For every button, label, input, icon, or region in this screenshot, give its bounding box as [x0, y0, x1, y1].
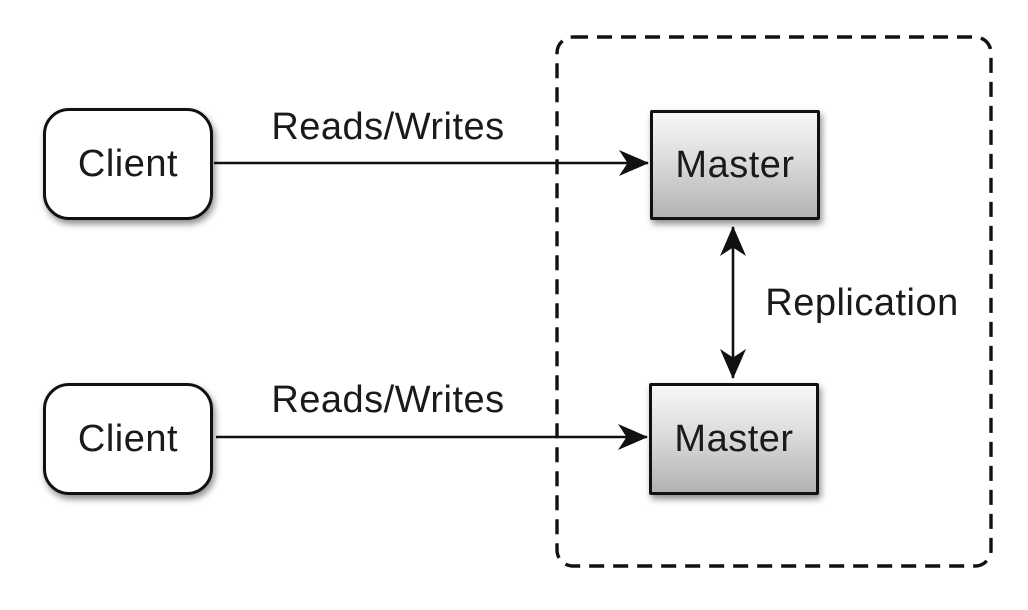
node-master-top: Master: [650, 110, 820, 220]
edge-label-reads-writes-bottom: Reads/Writes: [271, 379, 505, 421]
node-client-bottom-label: Client: [77, 418, 179, 460]
node-master-bottom: Master: [649, 383, 819, 495]
edge-label-replication: Replication: [765, 282, 959, 324]
node-client-bottom: Client: [43, 383, 213, 495]
edge-label-reads-writes-top: Reads/Writes: [271, 106, 505, 148]
node-client-top: Client: [43, 108, 213, 220]
node-master-top-label: Master: [675, 144, 795, 186]
node-client-top-label: Client: [77, 143, 179, 185]
node-master-bottom-label: Master: [674, 418, 794, 460]
